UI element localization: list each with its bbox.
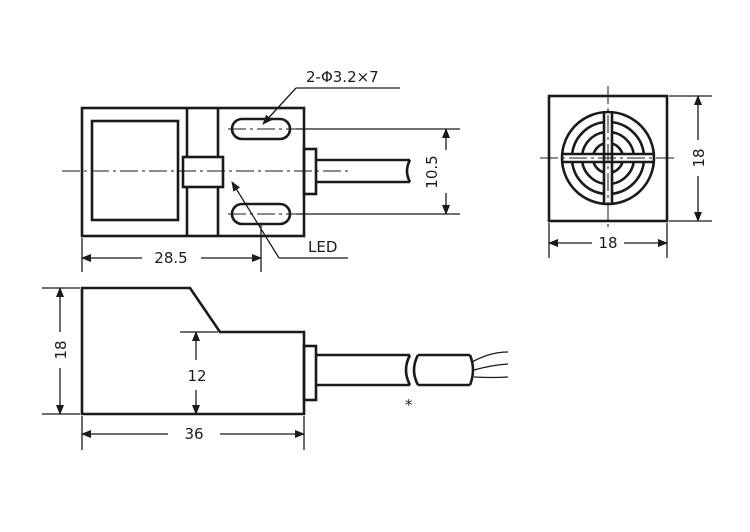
end-view: 18 18 [540,86,712,258]
hole-spec-label: 2-Φ3.2×7 [306,68,379,86]
side-view-cable-gland [302,344,318,402]
dim-end-height: 18 [690,148,708,167]
led-window [181,155,225,189]
side-view-cable-jacket-end [468,354,475,386]
hole-spec-leader [262,87,297,125]
side-view-body-outline [80,286,306,416]
dim-end-width: 18 [598,234,617,252]
side-view-cable-break-2 [412,354,420,386]
led-label: LED [308,238,337,256]
led-leader [231,181,280,259]
dim-hole-spacing: 10.5 [423,155,441,188]
wire-lead-2 [473,363,509,371]
wire-lead-1 [471,351,509,363]
side-view-cable-break-1 [404,354,412,386]
dim-side-height: 18 [52,340,70,359]
dim-top-length: 28.5 [154,249,187,267]
top-view: 10.5 28.5 2-Φ3.2×7 LED [62,68,460,272]
top-view-cable-break [405,159,412,183]
dim-side-step: 12 [187,367,206,385]
cable-mark: * [405,396,413,414]
dim-side-length: 36 [184,425,203,443]
side-view: * 18 12 36 [42,286,509,450]
wire-lead-3 [473,376,509,379]
